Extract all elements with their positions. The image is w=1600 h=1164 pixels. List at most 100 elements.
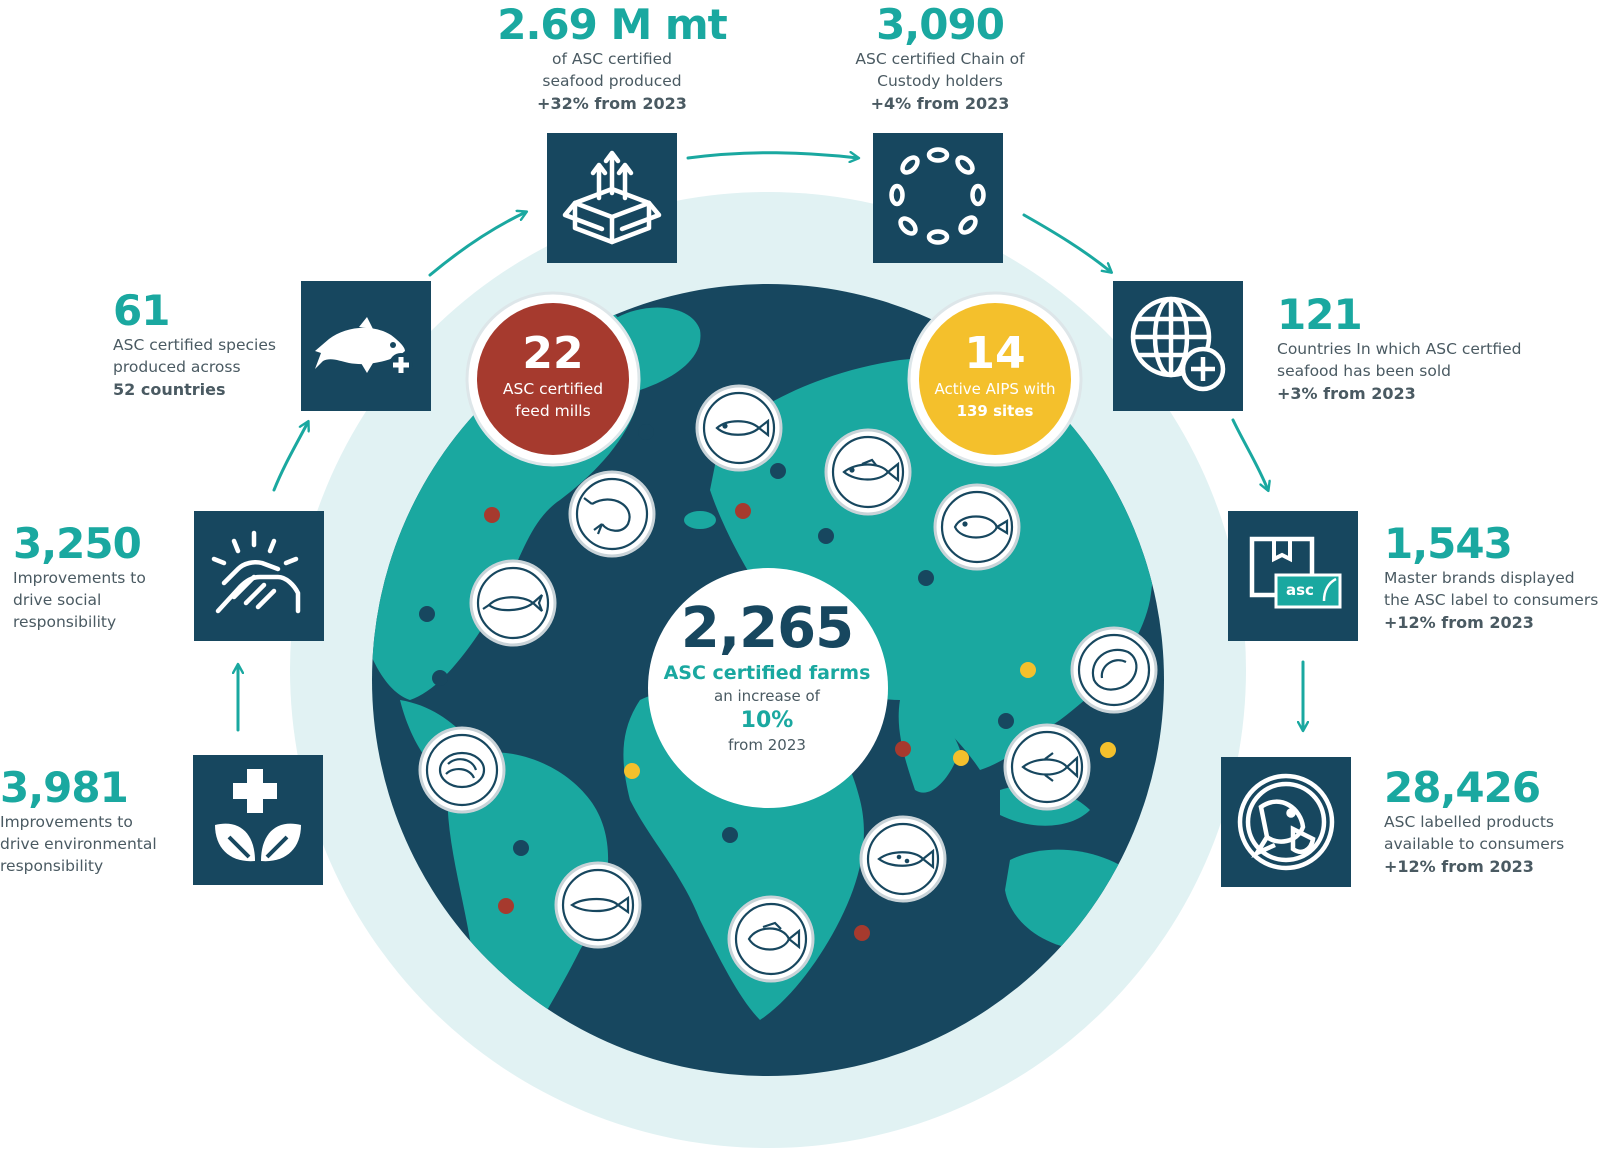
map-dot-navy (419, 606, 435, 622)
hub-label: ASC certified farms (663, 662, 871, 684)
stat-species-line2: produced across (113, 358, 241, 376)
map-dot-navy (432, 670, 448, 686)
stat-species-value: 61 (113, 286, 170, 335)
map-dot-navy (513, 840, 529, 856)
stat-species-change: 52 countries (113, 380, 226, 399)
hub-percent: 10% (740, 708, 794, 733)
trout-icon (859, 815, 947, 903)
stat-master-brands: 1,543 Master brands displayed the ASC la… (1384, 521, 1600, 635)
fish-plus-icon (315, 317, 413, 377)
stat-production-line2: seafood produced (542, 72, 682, 90)
stat-environmental: 3,981 Improvements to drive environmenta… (0, 765, 180, 877)
leaf-cross-icon (215, 769, 301, 862)
globe-plus-icon (1130, 296, 1226, 392)
map-dot-red (854, 925, 870, 941)
map-dot-yellow (953, 750, 969, 766)
box-arrows-up-icon (562, 150, 662, 245)
tuna-icon (1003, 723, 1091, 811)
pangasius-icon (469, 559, 557, 647)
stat-brands-value: 1,543 (1384, 519, 1513, 568)
flow-arrows (238, 153, 1303, 730)
package-asc-label-icon: asc (1249, 536, 1342, 609)
stat-environmental-value: 3,981 (0, 763, 129, 812)
stat-brands-change: +12% from 2023 (1384, 613, 1534, 632)
stat-environmental-line1: Improvements to (0, 813, 133, 831)
stat-production-change: +32% from 2023 (537, 94, 687, 113)
feed-mills-line1: ASC certified (502, 380, 604, 398)
stat-social-line3: responsibility (13, 613, 117, 631)
map-dot-red (498, 898, 514, 914)
arrow-species-to-production (428, 212, 526, 277)
svg-text:asc: asc (1286, 581, 1314, 599)
stat-environmental-line3: responsibility (0, 857, 104, 875)
stat-chain-line1: ASC certified Chain of (855, 50, 1025, 68)
stat-production-value: 2.69 M mt (497, 0, 728, 49)
stat-countries-line1: Countries In which ASC certfied (1277, 340, 1522, 358)
map-dot-navy (638, 424, 654, 440)
stat-countries-value: 121 (1277, 290, 1363, 339)
salmon-icon (695, 384, 783, 472)
aips-badge (907, 291, 1083, 467)
map-dot-navy (998, 713, 1014, 729)
stat-social-value: 3,250 (13, 519, 142, 568)
char-icon (554, 861, 642, 949)
stat-brands-line2: the ASC label to consumers (1384, 591, 1599, 609)
stat-species: 61 ASC certified species produced across… (113, 288, 293, 402)
aips-line1: Active AIPS with (934, 380, 1056, 398)
map-dot-red (735, 503, 751, 519)
hub-line1: an increase of (714, 687, 820, 705)
aips-line2: 139 sites (956, 402, 1034, 420)
flatfish-icon (933, 483, 1021, 571)
feed-mills-value: 22 (522, 328, 584, 379)
stat-products-line2: available to consumers (1384, 835, 1565, 853)
stat-chain-change: +4% from 2023 (870, 94, 1010, 113)
map-dots (419, 424, 1116, 941)
fish-lemon-plate-icon (1237, 773, 1335, 871)
map-dot-yellow (624, 763, 640, 779)
arrow-chain-to-countries (1022, 213, 1111, 272)
hub-value: 2,265 (680, 596, 854, 661)
map-dot-red (484, 507, 500, 523)
stat-brands-line1: Master brands displayed (1384, 569, 1575, 587)
stat-countries-change: +3% from 2023 (1277, 384, 1416, 403)
stat-social: 3,250 Improvements to drive social respo… (13, 521, 183, 633)
feed-mills-badge (465, 291, 641, 467)
abalone-icon (418, 726, 506, 814)
hub-line2: from 2023 (728, 736, 806, 754)
map-dot-navy (818, 528, 834, 544)
tilapia-icon (727, 895, 815, 983)
stat-products-line1: ASC labelled products (1384, 813, 1554, 831)
oyster-icon (1070, 626, 1158, 714)
map-dot-yellow (1100, 742, 1116, 758)
map-dot-navy (770, 463, 786, 479)
arrow-production-to-chain (686, 153, 858, 158)
stat-production: 2.69 M mt of ASC certified seafood produ… (472, 2, 752, 116)
map-dot-navy (722, 827, 738, 843)
stat-environmental-line2: drive environmental (0, 835, 157, 853)
species-badges (418, 384, 1158, 983)
seabass-icon (824, 428, 912, 516)
feed-mills-text: 22 ASC certified feed mills (477, 330, 629, 422)
center-hub-circle (648, 568, 888, 808)
stat-chain-line2: Custody holders (877, 72, 1003, 90)
stat-species-line1: ASC certified species (113, 336, 276, 354)
stat-labelled-products: 28,426 ASC labelled products available t… (1384, 765, 1594, 879)
icon-tiles: asc (193, 133, 1358, 887)
stat-chain-of-custody: 3,090 ASC certified Chain of Custody hol… (828, 2, 1052, 116)
feed-mills-line2: feed mills (515, 402, 591, 420)
stat-countries-sold: 121 Countries In which ASC certfied seaf… (1277, 292, 1577, 406)
stat-products-change: +12% from 2023 (1384, 857, 1534, 876)
shrimp-icon (568, 470, 656, 558)
center-hub: 2,265 ASC certified farms an increase of… (651, 572, 883, 804)
stat-countries-line2: seafood has been sold (1277, 362, 1451, 380)
chain-icon (889, 147, 986, 245)
aips-value: 14 (964, 328, 1026, 379)
stat-production-line1: of ASC certified (551, 50, 672, 68)
map-dot-navy (918, 570, 934, 586)
map-dot-red (895, 741, 911, 757)
handshake-icon (211, 530, 301, 614)
stat-social-line1: Improvements to (13, 569, 146, 587)
arrow-countries-to-brands (1231, 418, 1268, 490)
aips-text: 14 Active AIPS with 139 sites (914, 330, 1076, 422)
